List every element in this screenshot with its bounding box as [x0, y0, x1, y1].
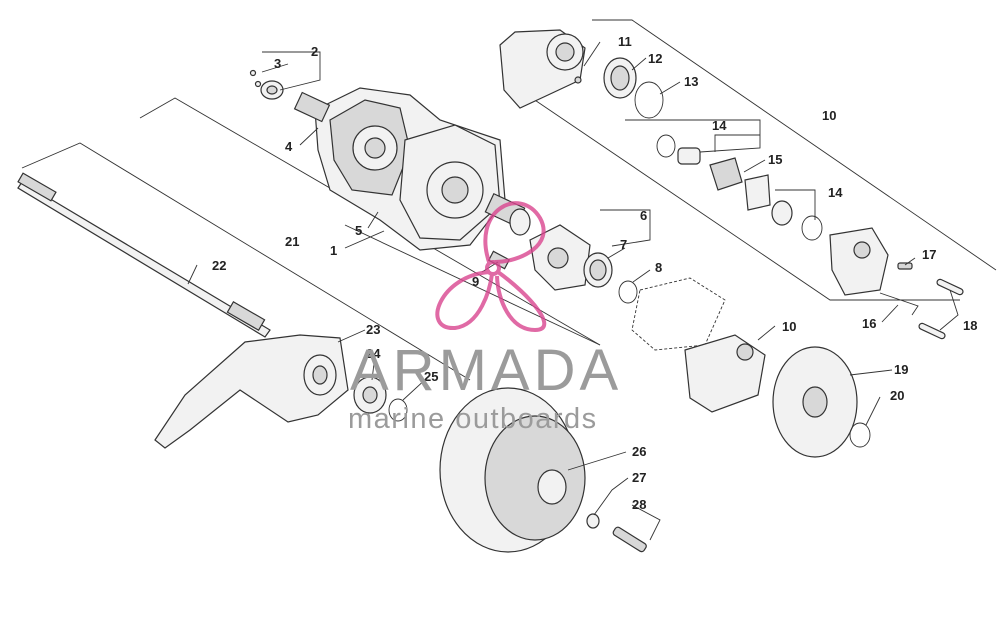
callout-17: 17 — [922, 247, 936, 262]
center-caliper — [684, 334, 766, 413]
callout-27: 27 — [632, 470, 646, 485]
seal-plate — [487, 224, 638, 304]
callout-25: 25 — [424, 369, 438, 384]
chain-case-assembly — [293, 87, 531, 251]
callout-19: 19 — [894, 362, 908, 377]
callout-22: 22 — [212, 258, 226, 273]
callout-23: 23 — [366, 322, 380, 337]
callout-4: 4 — [285, 139, 293, 154]
callout-26: 26 — [632, 444, 646, 459]
mounting-bracket-outline — [631, 277, 726, 351]
upper-caliper-housing — [499, 29, 664, 119]
callout-6: 6 — [640, 208, 647, 223]
brake-disc — [772, 346, 871, 458]
callout-7: 7 — [620, 237, 627, 252]
guide-lines — [21, 19, 997, 381]
callout-5: 5 — [355, 223, 362, 238]
callout-14-upper: 14 — [712, 118, 727, 133]
callout-15: 15 — [768, 152, 782, 167]
right-caliper — [829, 227, 964, 340]
callout-2: 2 — [311, 44, 318, 59]
callout-18: 18 — [963, 318, 977, 333]
callout-21: 21 — [285, 234, 299, 249]
drive-shaft — [17, 172, 271, 338]
watermark-title: ARMADA — [350, 338, 622, 403]
callout-16: 16 — [862, 316, 876, 331]
callout-3: 3 — [274, 56, 281, 71]
callout-9: 9 — [472, 274, 479, 289]
armada-propeller-logo — [435, 201, 547, 333]
bearing-cap — [249, 69, 284, 100]
callout-24: 24 — [366, 346, 381, 361]
callout-10-right: 10 — [822, 108, 836, 123]
callout-14-lower: 14 — [828, 185, 843, 200]
watermark-subtitle: marine outboards — [348, 403, 598, 435]
callout-20: 20 — [890, 388, 904, 403]
callout-1: 1 — [330, 243, 337, 258]
callout-11: 11 — [618, 34, 632, 49]
callout-28: 28 — [632, 497, 646, 512]
callout-12: 12 — [648, 51, 662, 66]
swing-arm-bracket — [154, 334, 408, 449]
callout-numbers: 1 2 3 4 5 6 7 8 9 10 10 11 12 13 14 14 1… — [212, 34, 977, 512]
driven-pulley — [439, 387, 647, 553]
callout-13: 13 — [684, 74, 698, 89]
callout-8: 8 — [655, 260, 662, 275]
watermark: ARMADA marine outboards — [348, 201, 622, 435]
bushings-and-pads — [656, 134, 823, 241]
callout-10-center: 10 — [782, 319, 796, 334]
